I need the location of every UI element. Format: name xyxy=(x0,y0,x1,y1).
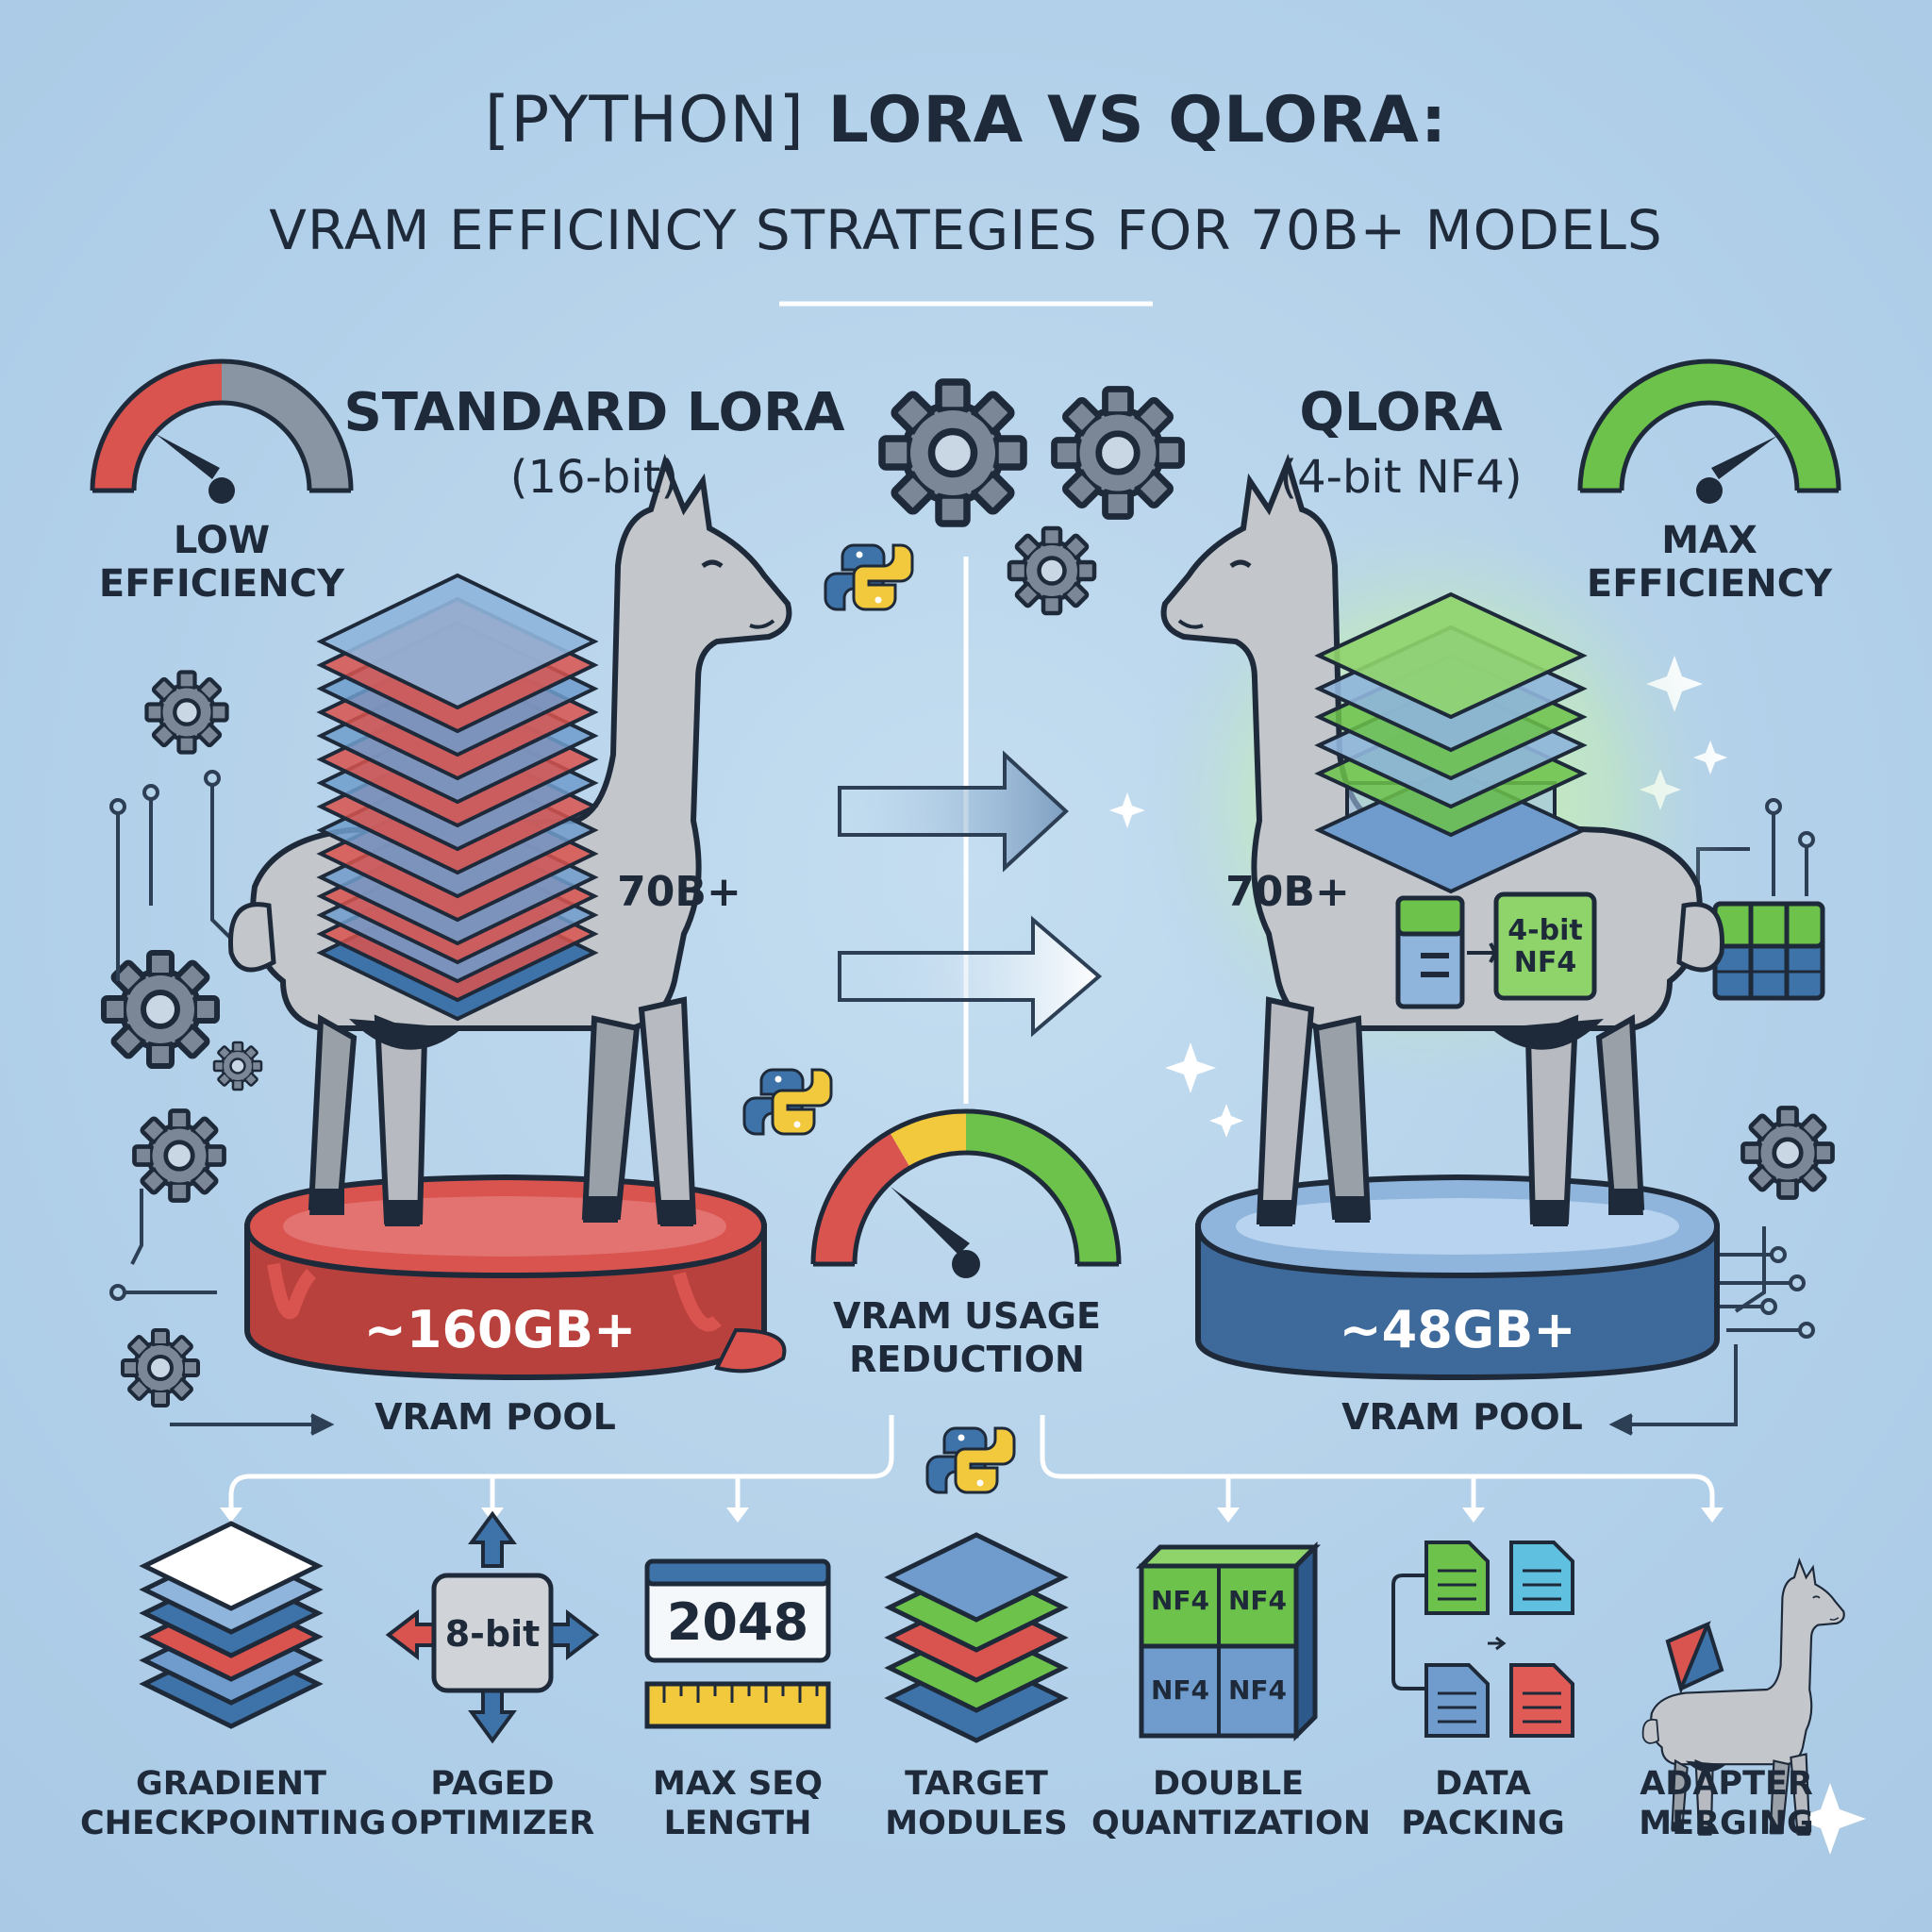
nf4-cube-text-2: NF4 xyxy=(1227,1585,1288,1616)
page-title: [Python] LoRA vs QLoRA: xyxy=(0,83,1932,158)
nf4-layer-stack-icon xyxy=(1314,591,1588,894)
max-seq-icon-text: 2048 xyxy=(666,1592,809,1652)
max-efficiency-label: Max Efficiency xyxy=(1544,519,1874,606)
python-logo-icon xyxy=(742,1068,833,1136)
vram-reduction-gauge-icon xyxy=(810,1108,1122,1278)
strategy-label-line2: Modules xyxy=(885,1805,1068,1842)
title-prefix: [Python] xyxy=(484,83,805,158)
arrow-right-icon xyxy=(838,750,1069,873)
low-efficiency-label: Low Efficiency xyxy=(57,519,387,606)
quant-grid-icon xyxy=(1712,901,1825,1001)
standard-pool-label: VRAM Pool xyxy=(375,1396,616,1438)
strategy-label-line2: Quantization xyxy=(1091,1805,1372,1842)
strategy-label-line1: Target xyxy=(905,1765,1048,1803)
low-efficiency-line1: Low xyxy=(173,519,271,562)
gear-icon xyxy=(123,1330,198,1406)
nf4-cube-text-1: NF4 xyxy=(1150,1585,1210,1616)
qlora-precision: (4-bit NF4) xyxy=(1279,451,1523,504)
strategy-paged-optimizer: Paged Optimizer xyxy=(384,1764,601,1843)
qlora-model-size: 70B+ xyxy=(1225,868,1350,916)
standard-vram-amount: ~160GB+ xyxy=(363,1300,637,1359)
quant-badge-line1: 4-bit xyxy=(1507,914,1583,947)
strategy-label-line1: Max Seq xyxy=(653,1765,823,1803)
gear-icon xyxy=(1743,1108,1833,1198)
strategy-label-line2: Merging xyxy=(1639,1805,1814,1842)
gear-icon xyxy=(135,1111,225,1201)
layer-stack-icon xyxy=(139,1521,324,1729)
connector-arrowheads xyxy=(220,1507,1724,1523)
max-efficiency-line2: Efficiency xyxy=(1586,562,1833,606)
8bit-chip-icon xyxy=(385,1510,600,1744)
vram-reduction-line2: Reduction xyxy=(849,1339,1085,1380)
gear-icon xyxy=(147,673,227,753)
strategy-label-line1: Paged xyxy=(430,1765,555,1803)
standard-precision: (16-bit) xyxy=(509,451,679,504)
max-efficiency-line1: Max xyxy=(1661,519,1757,562)
vram-reduction-line1: VRAM Usage xyxy=(833,1295,1101,1337)
nf4-cube-text-4: NF4 xyxy=(1227,1674,1288,1706)
nf4-cube-icon xyxy=(1135,1541,1322,1742)
strategy-target-modules: Target Modules xyxy=(868,1764,1085,1843)
circuit-lines-icon xyxy=(109,770,335,1436)
nf4-cube-text-3: NF4 xyxy=(1150,1674,1210,1706)
gear-icon xyxy=(882,382,1024,524)
low-efficiency-line2: Efficiency xyxy=(98,562,345,606)
gear-icon xyxy=(104,953,217,1066)
strategy-label-line1: Gradient xyxy=(136,1765,326,1803)
target-layers-icon xyxy=(884,1532,1069,1743)
strategy-connectors xyxy=(228,1415,1715,1509)
vram-reduction-label: VRAM Usage Reduction xyxy=(783,1294,1151,1381)
page-subtitle: VRAM Efficincy Strategies for 70B+ Model… xyxy=(269,198,1663,262)
gear-icon xyxy=(212,1041,263,1091)
fp16-layer-stack-icon xyxy=(316,573,599,1022)
low-efficiency-gauge-icon xyxy=(90,358,354,504)
python-logo-icon xyxy=(824,543,914,611)
nf4-block-icon xyxy=(1395,891,1597,1009)
ruler-icon xyxy=(644,1558,831,1729)
qlora-vram-amount: ~48GB+ xyxy=(1339,1300,1576,1359)
document-packing-icon xyxy=(1391,1541,1574,1738)
strategy-data-packing: Data Packing xyxy=(1379,1764,1587,1843)
strategy-label-line1: Data xyxy=(1435,1765,1531,1803)
title-main: LoRA vs QLoRA: xyxy=(827,83,1448,158)
max-efficiency-gauge-icon xyxy=(1577,358,1841,504)
strategy-label-line1: Adapter xyxy=(1640,1765,1813,1803)
adapter-patch-icon xyxy=(1665,1621,1724,1695)
strategy-label-line2: Optimizer xyxy=(390,1805,595,1842)
gear-icon xyxy=(1009,528,1094,613)
strategy-label-line2: Checkpointing xyxy=(80,1805,387,1842)
standard-model-size: 70B+ xyxy=(617,868,741,916)
strategy-double-quantization: Double Quantization xyxy=(1091,1764,1372,1843)
standard-heading: Standard LoRA xyxy=(343,382,845,443)
strategy-adapter-merging: Adapter Merging xyxy=(1613,1764,1840,1843)
paged-optimizer-icon-text: 8-bit xyxy=(444,1613,541,1655)
strategy-label-line1: Double xyxy=(1152,1765,1305,1803)
qlora-heading: QLoRA xyxy=(1299,382,1503,443)
strategy-max-seq-length: Max Seq Length xyxy=(629,1764,846,1843)
strategy-label-line2: Length xyxy=(663,1805,812,1842)
python-logo-icon xyxy=(925,1426,1016,1494)
strategy-label-line2: Packing xyxy=(1401,1805,1565,1842)
strategy-gradient-checkpointing: Gradient Checkpointing xyxy=(80,1764,387,1843)
quant-badge: 4-bit NF4 xyxy=(1496,915,1594,979)
quant-badge-line2: NF4 xyxy=(1513,946,1577,979)
arrow-right-icon xyxy=(838,915,1103,1038)
qlora-pool-label: VRAM Pool xyxy=(1341,1396,1583,1438)
